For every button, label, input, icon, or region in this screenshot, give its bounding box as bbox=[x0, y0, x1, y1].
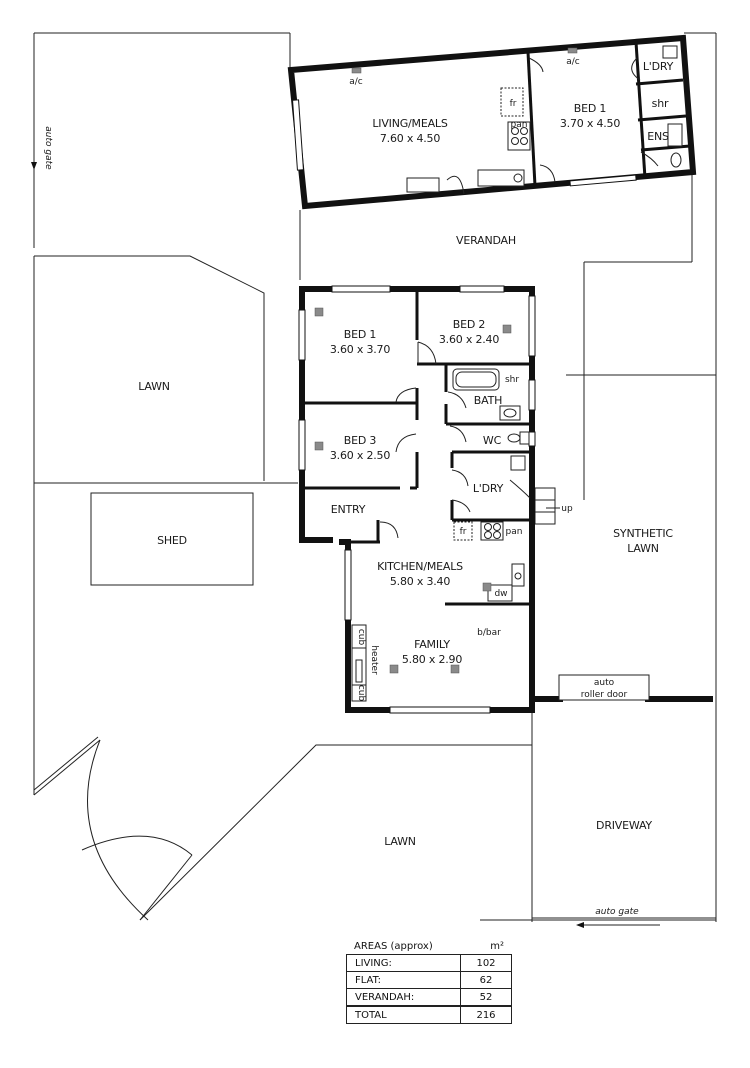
flat-pantry-label: pan bbox=[511, 120, 528, 130]
table-row: FLAT: 62 bbox=[346, 971, 512, 989]
table-row: VERANDAH: 52 bbox=[346, 988, 512, 1007]
heater-label: heater bbox=[369, 645, 379, 675]
flat-ens-label: ENS bbox=[647, 130, 669, 143]
areas-grid: LIVING: 102 FLAT: 62 VERANDAH: 52 TOTAL … bbox=[346, 954, 512, 1024]
lawn-left-label: LAWN bbox=[138, 380, 170, 393]
flat-walls bbox=[287, 34, 697, 210]
bed3-name: BED 3 bbox=[344, 434, 377, 447]
bed3-size: 3.60 x 2.50 bbox=[330, 449, 390, 462]
room-labels: LIVING/MEALS 7.60 x 4.50 BED 1 3.70 x 4.… bbox=[330, 57, 674, 701]
up-label: up bbox=[561, 504, 573, 514]
dishwasher-label: dw bbox=[494, 589, 507, 599]
verandah-label: VERANDAH bbox=[456, 234, 516, 247]
area-label: VERANDAH: bbox=[346, 988, 461, 1007]
bed2-size: 3.60 x 2.40 bbox=[439, 333, 499, 346]
bed1-name: BED 1 bbox=[344, 328, 376, 341]
bed2-name: BED 2 bbox=[453, 318, 485, 331]
total-value: 216 bbox=[460, 1005, 512, 1024]
kitchen-name: KITCHEN/MEALS bbox=[377, 560, 463, 573]
bed1-size: 3.60 x 3.70 bbox=[330, 343, 390, 356]
auto-gate-bottom-label: auto gate bbox=[595, 907, 639, 917]
family-size: 5.80 x 2.90 bbox=[402, 653, 462, 666]
outdoor-labels: auto gate LAWN SHED SYNTHETIC LAWN auto … bbox=[43, 126, 674, 917]
table-row: LIVING: 102 bbox=[346, 954, 512, 972]
flat-living-size: 7.60 x 4.50 bbox=[380, 132, 440, 145]
driveway-label: DRIVEWAY bbox=[596, 819, 652, 832]
synthetic-lawn-label-2: LAWN bbox=[627, 542, 659, 555]
area-label: FLAT: bbox=[346, 971, 461, 989]
flat-living-name: LIVING/MEALS bbox=[372, 117, 447, 130]
family-name: FAMILY bbox=[414, 638, 450, 651]
areas-header: AREAS (approx) m² bbox=[346, 934, 512, 954]
cupboard-label-top: cub bbox=[356, 629, 366, 646]
area-value: 62 bbox=[460, 971, 512, 989]
cupboard-label-bottom: cub bbox=[356, 685, 366, 702]
flat-bed-name: BED 1 bbox=[574, 102, 606, 115]
total-label: TOTAL bbox=[346, 1005, 461, 1024]
laundry-label: L'DRY bbox=[473, 482, 504, 495]
pantry-label: pan bbox=[506, 527, 523, 537]
flat-ac-label-2: a/c bbox=[566, 57, 580, 67]
synthetic-lawn-label-1: SYNTHETIC bbox=[613, 527, 673, 540]
wc-label: WC bbox=[483, 434, 502, 447]
breakfast-bar-label: b/bar bbox=[477, 628, 501, 638]
flat-bed-size: 3.70 x 4.50 bbox=[560, 117, 620, 130]
roller-door-label-1: auto bbox=[594, 678, 615, 688]
entry-label: ENTRY bbox=[331, 503, 366, 516]
auto-gate-left-label: auto gate bbox=[43, 126, 53, 170]
shower-label: shr bbox=[505, 375, 519, 385]
flat-shr-label: shr bbox=[652, 97, 669, 110]
shed-label: SHED bbox=[157, 534, 187, 547]
house-walls bbox=[298, 285, 536, 714]
flat-ac-label-1: a/c bbox=[349, 77, 363, 87]
kitchen-size: 5.80 x 3.40 bbox=[390, 575, 450, 588]
areas-unit: m² bbox=[490, 941, 504, 952]
areas-table: AREAS (approx) m² LIVING: 102 FLAT: 62 V… bbox=[346, 934, 512, 1024]
site-lines bbox=[31, 32, 717, 928]
area-label: LIVING: bbox=[346, 954, 461, 972]
flat-ldry-label: L'DRY bbox=[643, 60, 674, 73]
fridge-label: fr bbox=[460, 527, 467, 537]
area-value: 102 bbox=[460, 954, 512, 972]
lawn-front-label: LAWN bbox=[384, 835, 416, 848]
area-value: 52 bbox=[460, 988, 512, 1007]
bath-label: BATH bbox=[474, 394, 502, 407]
table-row-total: TOTAL 216 bbox=[346, 1005, 512, 1024]
flat-fridge-label: fr bbox=[510, 99, 517, 109]
roller-door-label-2: roller door bbox=[581, 690, 628, 700]
areas-title: AREAS (approx) bbox=[354, 941, 433, 952]
